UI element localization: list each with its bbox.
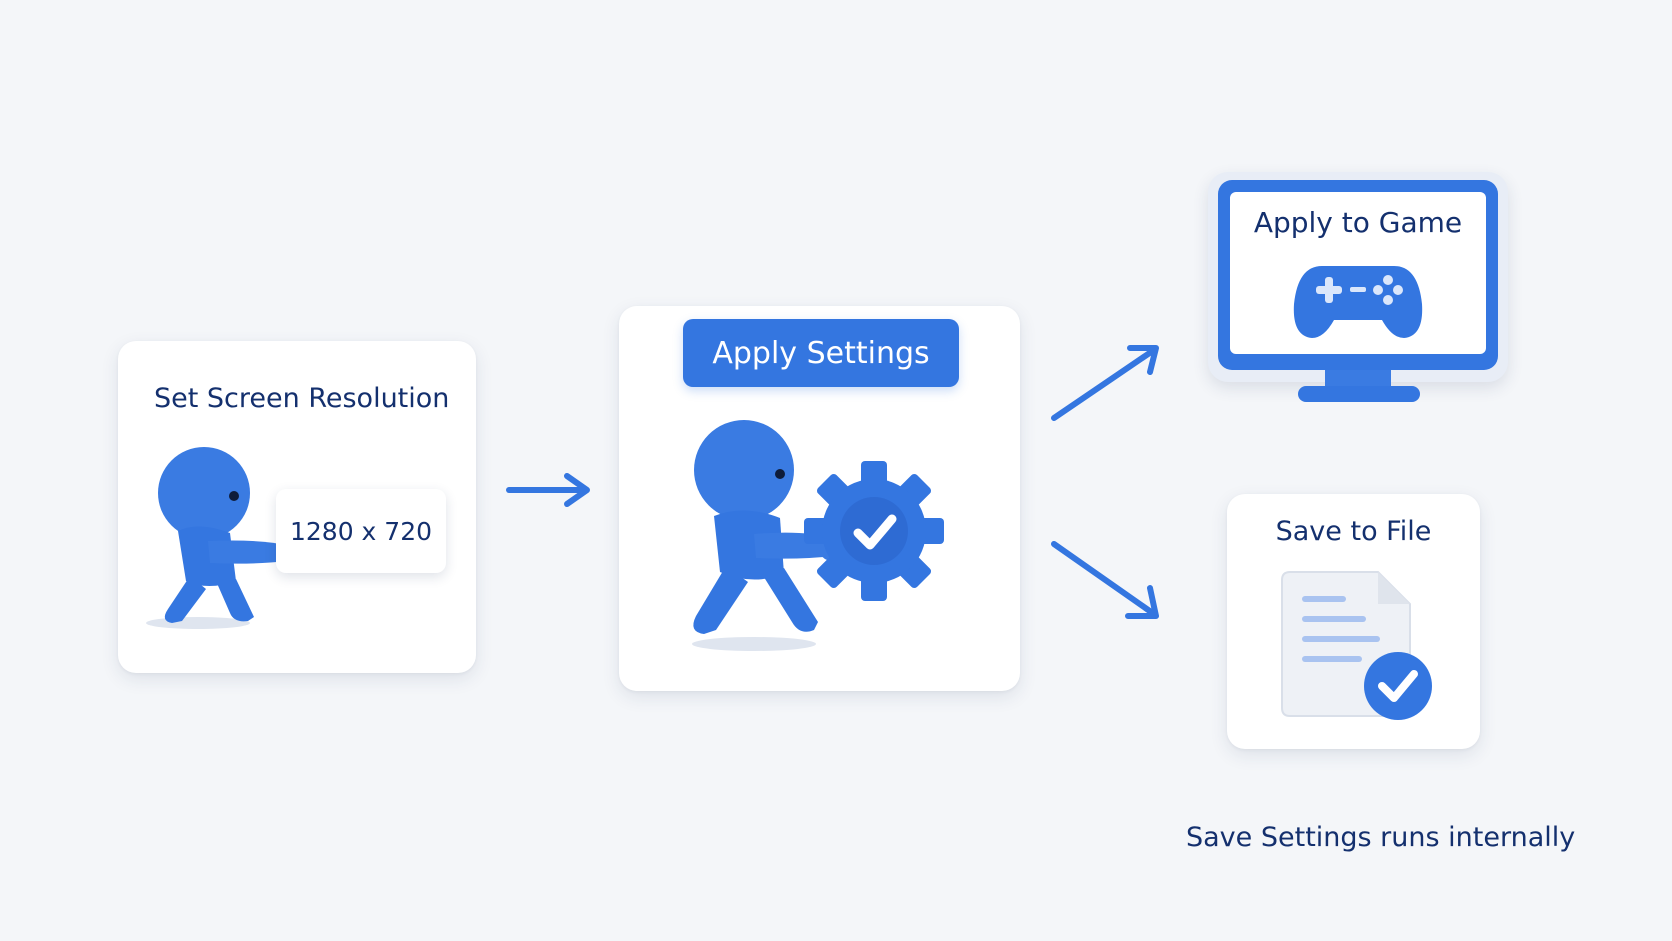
monitor-stand: [1325, 370, 1391, 388]
arrow-right-icon: [1051, 345, 1159, 421]
person-figure-icon: [146, 447, 298, 629]
footnote-text: Save Settings runs internally: [1186, 822, 1576, 853]
apply-settings-button[interactable]: Apply Settings: [683, 319, 959, 387]
step-card-set-resolution: Set Screen Resolution 1280 x 720: [118, 341, 476, 673]
step-card-apply-to-game: Apply to Game: [1230, 192, 1486, 354]
monitor-screen: Apply to Game: [1218, 180, 1498, 370]
step-title-apply-to-game: Apply to Game: [1253, 206, 1463, 239]
resolution-value-chip: 1280 x 720: [276, 489, 446, 573]
step-card-apply-settings: Apply Settings: [619, 306, 1020, 691]
arrow-right-icon: [1051, 541, 1159, 619]
gear-check-icon: [804, 461, 944, 601]
step-title-save-to-file: Save to File: [1275, 516, 1432, 547]
arrow-right-icon: [506, 473, 590, 507]
monitor-icon: Apply to Game: [1208, 172, 1508, 382]
monitor-base: [1298, 386, 1420, 402]
document-check-icon: [1281, 571, 1432, 720]
gamepad-icon: [1293, 266, 1423, 338]
step-title-set-resolution: Set Screen Resolution: [154, 383, 450, 414]
step-card-save-to-file: Save to File: [1227, 494, 1480, 749]
